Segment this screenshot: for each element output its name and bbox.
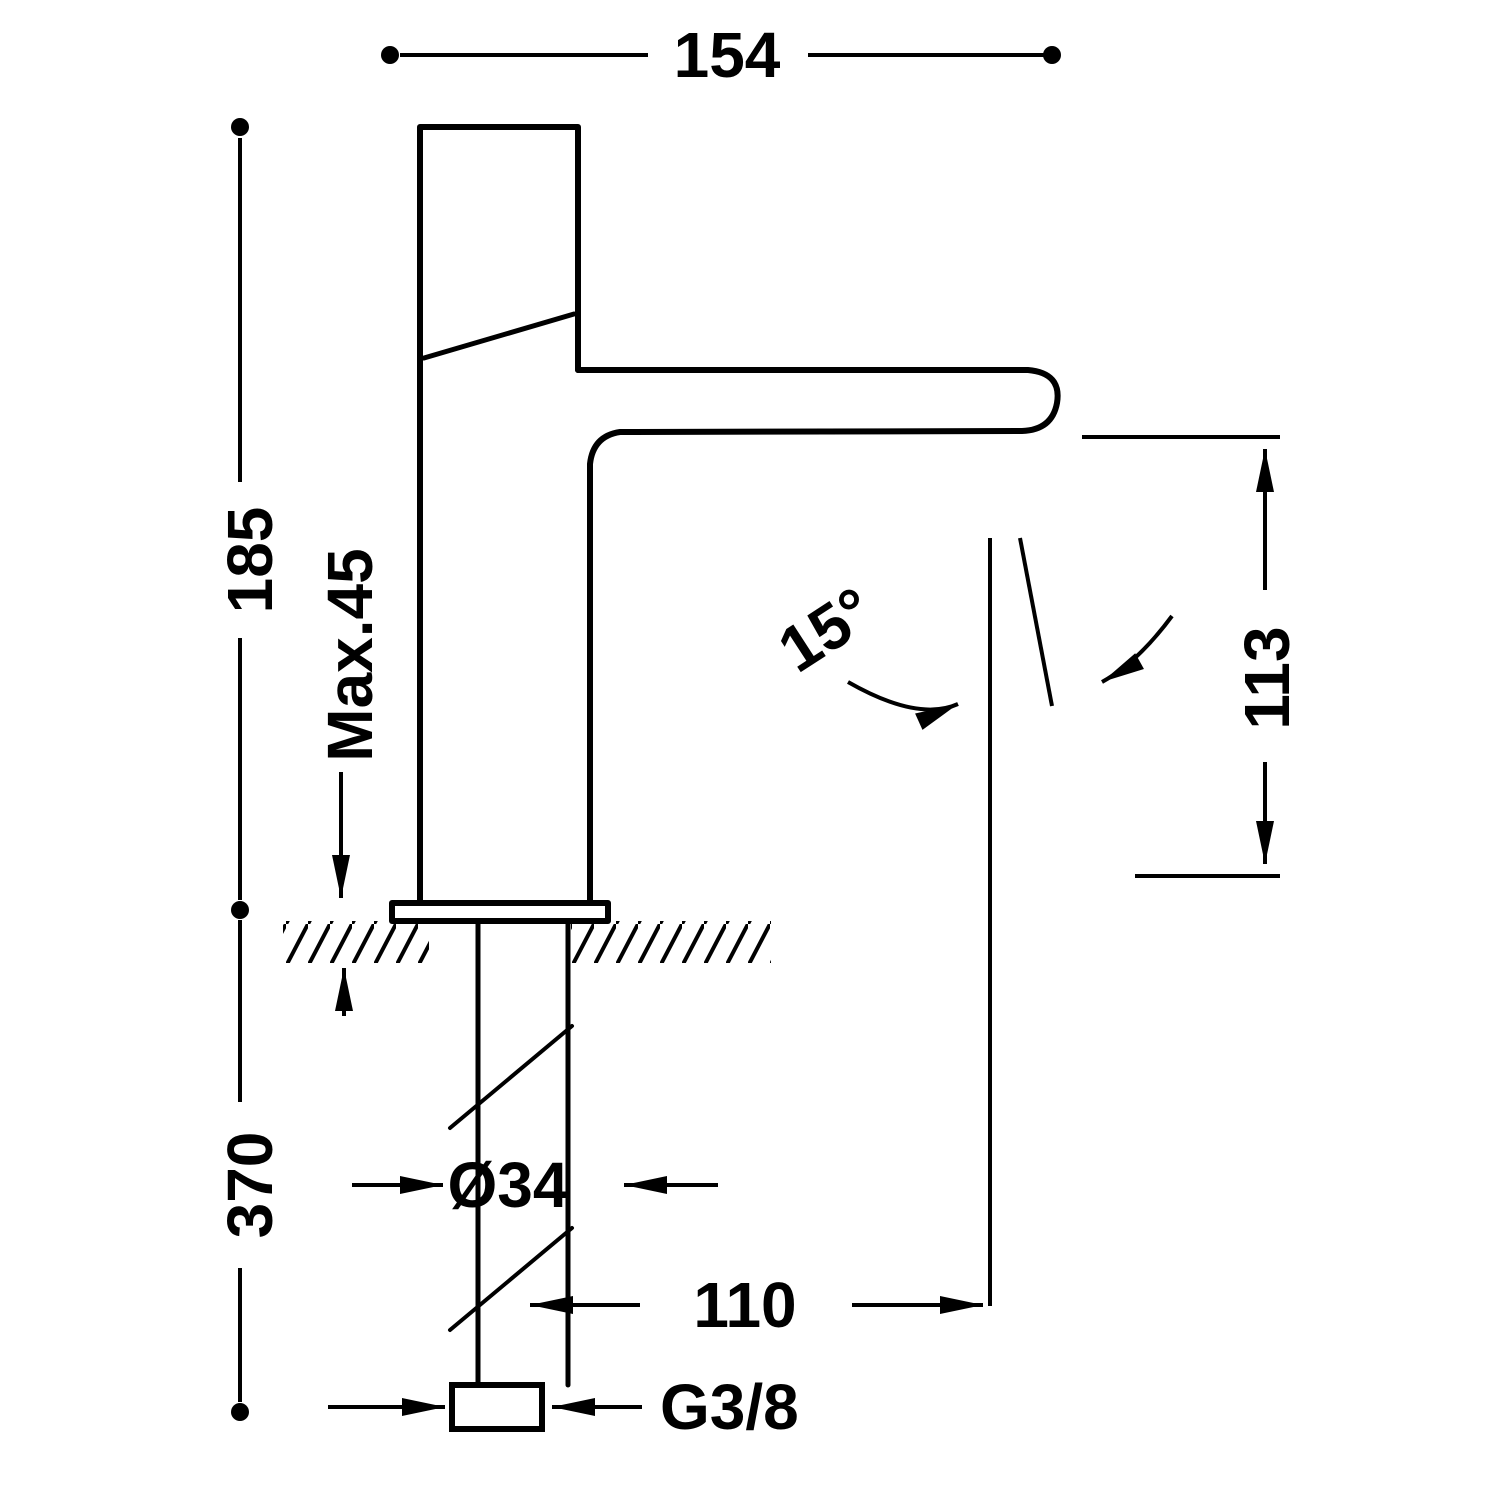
dim-113-label: 113 <box>1231 626 1303 729</box>
dim-185-label: 185 <box>214 507 286 614</box>
countertop-left-hatch <box>283 921 429 963</box>
dim-370-label: 370 <box>214 1132 286 1239</box>
dim-max45-label: Max.45 <box>314 548 386 761</box>
thread-connector <box>449 1382 545 1432</box>
countertop-right-hatch <box>571 921 771 963</box>
faucet-spout <box>575 367 1061 906</box>
angle-15-label: 15° <box>766 573 886 686</box>
dimension-370: 370 <box>214 920 286 1421</box>
stream-tilted-line <box>1018 537 1054 707</box>
angle-arrow-left <box>847 680 959 730</box>
dim-185-dot-top <box>231 118 249 136</box>
handle-lever-line <box>421 311 577 361</box>
countertop-hatched <box>283 921 771 963</box>
dim-154-label: 154 <box>674 19 781 91</box>
dim-185-dot-bottom <box>231 901 249 919</box>
dimension-185: 185 <box>214 118 286 919</box>
faucet-handle-body-left-top-right <box>417 124 581 906</box>
dim-g38-label: G3/8 <box>660 1371 799 1443</box>
faucet-base-plate <box>389 900 611 924</box>
dimension-113: 113 <box>1082 435 1303 878</box>
dimension-110: 110 <box>530 1269 983 1341</box>
angle-arrow-right <box>1101 614 1174 684</box>
dim-154-dot-right <box>1043 46 1061 64</box>
dim-110-label: 110 <box>693 1269 796 1341</box>
dimension-d34: Ø34 <box>352 1149 718 1221</box>
dimension-max45: Max.45 <box>314 548 386 1016</box>
dim-154-dot-left <box>381 46 399 64</box>
faucet-outline <box>389 124 1061 924</box>
angle-15: 15° <box>766 537 1174 1306</box>
dimension-g38: G3/8 <box>328 1371 799 1443</box>
break-slash-lower <box>448 1226 574 1332</box>
dim-370-dot-bottom <box>231 1403 249 1421</box>
dim-d34-label: Ø34 <box>448 1149 569 1221</box>
break-slash-upper <box>448 1024 574 1130</box>
dimension-154: 154 <box>381 19 1061 91</box>
faucet-shank <box>448 918 574 1432</box>
